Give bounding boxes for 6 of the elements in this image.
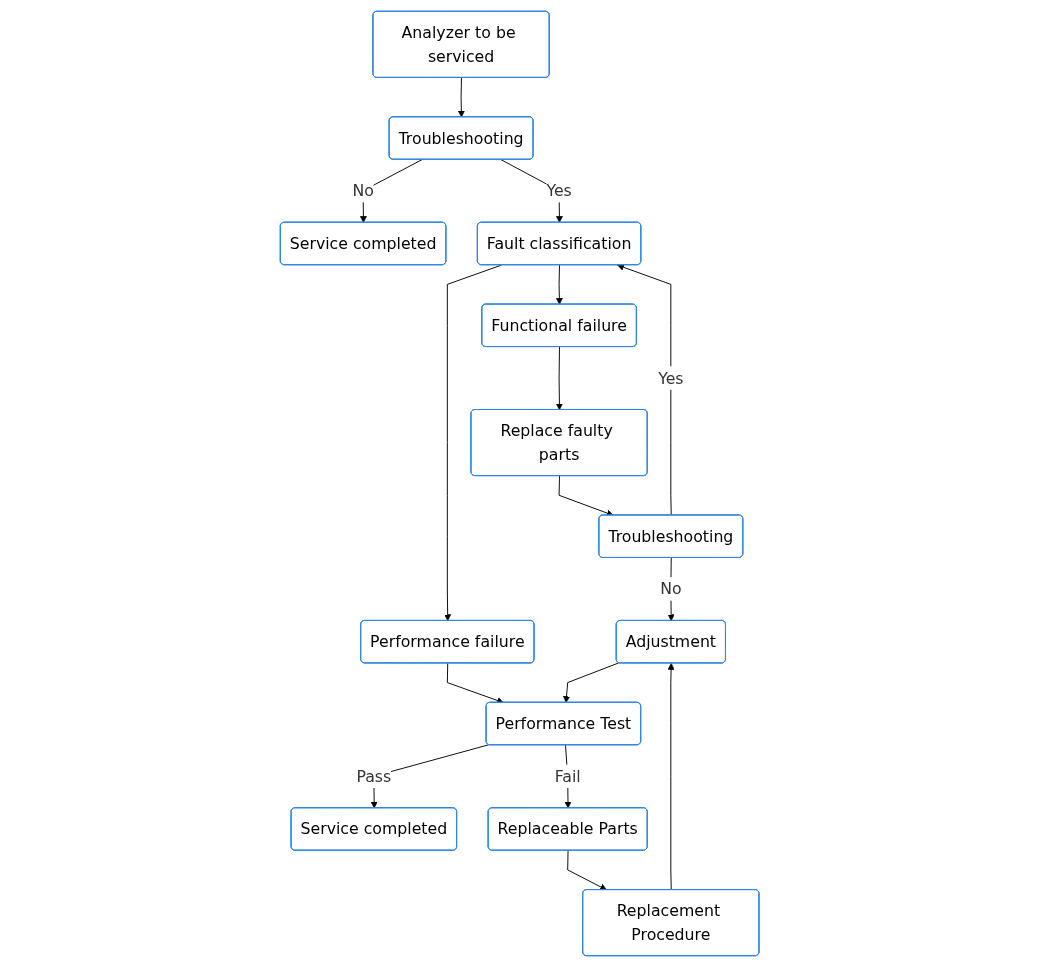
edge-label: No: [660, 579, 682, 599]
edge-label: Yes: [657, 368, 684, 388]
edge-label: Yes: [546, 181, 572, 201]
edge-label: Pass: [356, 766, 392, 786]
edge-label: No: [352, 181, 374, 201]
edge-label: Fail: [554, 766, 581, 786]
